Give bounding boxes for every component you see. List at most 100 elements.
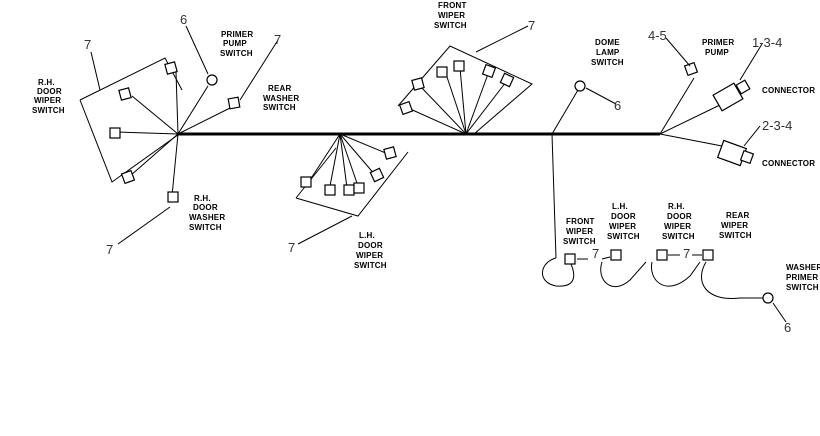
svg-text:PUMP: PUMP <box>223 39 247 48</box>
front-group-connector-6 <box>499 72 515 88</box>
lh-door-wiper-switch-connector <box>610 249 622 261</box>
svg-text:R.H.: R.H. <box>668 202 685 211</box>
label-connector-lower: CONNECTOR <box>762 159 815 168</box>
label-rh-door-wiper-switch-lower: R.H. DOOR WIPER SWITCH <box>662 202 695 241</box>
svg-text:DOME: DOME <box>595 38 620 47</box>
callout-1-3-4: 1-3-4 <box>752 35 782 50</box>
callout-6-primer: 6 <box>180 12 187 27</box>
rh-door-wiper-group <box>79 57 241 203</box>
callout-7-primer: 7 <box>274 32 281 47</box>
callout-6-washer-primer: 6 <box>784 320 791 335</box>
svg-text:WIPER: WIPER <box>721 221 748 230</box>
primer-pump-switch-bulb <box>206 74 218 86</box>
rh-group-connector-1 <box>164 61 178 75</box>
label-connector-upper: CONNECTOR <box>762 86 815 95</box>
svg-text:SWITCH: SWITCH <box>32 106 65 115</box>
rh-door-washer-connector <box>167 191 179 203</box>
label-dome-lamp-switch: DOME LAMP SWITCH <box>591 38 624 67</box>
lh-group-connector-5 <box>369 167 385 183</box>
rh-group-connector-2 <box>118 87 132 101</box>
lh-door-wiper-group <box>295 133 409 217</box>
svg-text:SWITCH: SWITCH <box>220 49 253 58</box>
svg-text:REAR: REAR <box>726 211 749 220</box>
front-group-outline <box>397 45 533 135</box>
label-rear-wiper-switch: REAR WIPER SWITCH <box>719 211 752 240</box>
svg-text:SWITCH: SWITCH <box>263 103 296 112</box>
callout-7-rh-group: 7 <box>84 37 91 52</box>
dome-lamp-lead <box>551 89 579 135</box>
callout-4-5: 4-5 <box>648 28 667 43</box>
svg-text:PRIMER: PRIMER <box>702 38 734 47</box>
svg-text:DOOR: DOOR <box>193 203 218 212</box>
svg-text:SWITCH: SWITCH <box>563 237 596 246</box>
svg-text:PUMP: PUMP <box>705 48 729 57</box>
lh-group-outline <box>295 147 409 217</box>
front-group-connector-2 <box>411 77 425 91</box>
callout-7-lower-a: 7 <box>592 246 599 261</box>
svg-text:SWITCH: SWITCH <box>354 261 387 270</box>
svg-text:PRIMER: PRIMER <box>786 273 818 282</box>
svg-text:WIPER: WIPER <box>356 251 383 260</box>
front-group-connector-4 <box>453 60 465 72</box>
label-front-wiper-switch-top: FRONT WIPER SWITCH <box>434 1 467 30</box>
svg-text:WIPER: WIPER <box>34 96 61 105</box>
front-wiper-switch-connector <box>564 253 576 265</box>
callout-7-front-group: 7 <box>528 18 535 33</box>
svg-text:WIPER: WIPER <box>609 222 636 231</box>
rh-group-connector-3 <box>109 127 121 139</box>
svg-text:SWITCH: SWITCH <box>719 231 752 240</box>
svg-text:SWITCH: SWITCH <box>786 283 819 292</box>
label-washer-primer-switch: WASHER PRIMER SWITCH <box>786 263 820 292</box>
rear-wiper-switch-connector <box>702 249 714 261</box>
svg-text:R.H.: R.H. <box>38 78 55 87</box>
callout-7-washer: 7 <box>106 242 113 257</box>
lh-group-connector-4 <box>353 182 365 194</box>
svg-text:FRONT: FRONT <box>438 1 467 10</box>
rh-door-wiper-switch-connector <box>656 249 668 261</box>
label-rh-door-wiper-switch: R.H. DOOR WIPER SWITCH <box>32 78 65 115</box>
svg-text:WIPER: WIPER <box>664 222 691 231</box>
front-group-connector-5 <box>481 63 497 79</box>
label-primer-pump: PRIMER PUMP <box>702 38 734 57</box>
callout-7-lh-group: 7 <box>288 240 295 255</box>
lower-branch-loop <box>542 257 768 299</box>
rh-group-connector-4 <box>120 169 136 185</box>
svg-text:WIPER: WIPER <box>566 227 593 236</box>
washer-primer-switch-bulb <box>762 292 774 304</box>
label-rh-door-washer-switch: R.H. DOOR WASHER SWITCH <box>189 194 225 232</box>
svg-text:SWITCH: SWITCH <box>189 223 222 232</box>
callout-6-dome: 6 <box>614 98 621 113</box>
svg-text:PRIMER: PRIMER <box>221 30 253 39</box>
label-front-wiper-switch-lower: FRONT WIPER SWITCH <box>563 217 596 246</box>
svg-text:REAR: REAR <box>268 84 291 93</box>
svg-text:R.H.: R.H. <box>194 194 211 203</box>
svg-text:SWITCH: SWITCH <box>591 58 624 67</box>
svg-text:WASHER: WASHER <box>263 94 299 103</box>
front-group-connector-3 <box>436 66 448 78</box>
callout-2-3-4: 2-3-4 <box>762 118 792 133</box>
svg-text:SWITCH: SWITCH <box>662 232 695 241</box>
svg-text:DOOR: DOOR <box>611 212 636 221</box>
svg-text:FRONT: FRONT <box>566 217 595 226</box>
svg-text:SWITCH: SWITCH <box>434 21 467 30</box>
callout-7-lower-b: 7 <box>683 246 690 261</box>
svg-text:DOOR: DOOR <box>37 87 62 96</box>
lh-group-connector-6 <box>383 146 397 160</box>
label-lh-door-wiper-switch: L.H. DOOR WIPER SWITCH <box>354 231 387 270</box>
svg-text:WASHER: WASHER <box>189 213 225 222</box>
front-wiper-group <box>397 45 533 135</box>
rear-washer-connector <box>227 96 241 110</box>
svg-text:WIPER: WIPER <box>438 11 465 20</box>
lh-group-connector-2 <box>324 184 336 196</box>
rh-group-outline <box>79 57 183 183</box>
connector-lower <box>716 139 755 167</box>
label-lh-door-wiper-switch-lower: L.H. DOOR WIPER SWITCH <box>607 202 640 241</box>
front-group-connector-1 <box>398 100 414 116</box>
svg-text:L.H.: L.H. <box>359 231 375 240</box>
svg-text:LAMP: LAMP <box>596 48 620 57</box>
svg-text:WASHER: WASHER <box>786 263 820 272</box>
lh-group-connector-1 <box>300 176 312 188</box>
label-rear-washer-switch: REAR WASHER SWITCH <box>263 84 299 112</box>
svg-text:SWITCH: SWITCH <box>607 232 640 241</box>
